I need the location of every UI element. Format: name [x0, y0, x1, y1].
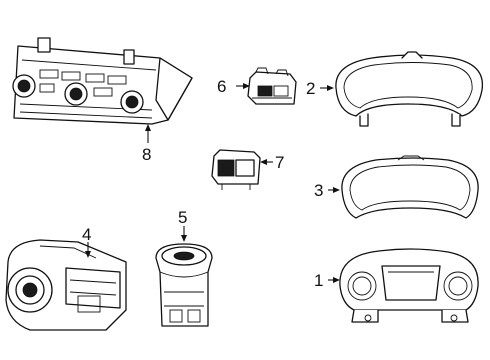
arrow-5 — [181, 235, 187, 242]
callout-5: 5 — [178, 208, 187, 227]
arrow-2 — [327, 85, 334, 91]
arrow-7 — [260, 159, 267, 165]
cluster-bezel-icon[interactable] — [335, 51, 484, 127]
instrument-cluster-icon[interactable] — [339, 248, 479, 323]
arrow-8 — [145, 124, 151, 131]
callout-7: 7 — [275, 153, 284, 172]
climate-control-icon[interactable] — [12, 37, 193, 125]
arrow-3 — [333, 187, 340, 193]
arrow-4 — [85, 251, 91, 258]
callout-1: 1 — [314, 271, 323, 290]
callout-2: 2 — [306, 79, 315, 98]
arrow-1 — [333, 277, 340, 283]
switch-module-icon[interactable] — [211, 149, 261, 190]
callout-4: 4 — [82, 225, 91, 244]
cluster-lens-icon[interactable] — [341, 155, 479, 219]
callout-3: 3 — [314, 181, 323, 200]
ignition-switch-icon[interactable] — [155, 243, 213, 327]
arrow-6 — [243, 83, 250, 89]
callout-8: 8 — [142, 145, 151, 164]
small-switch-icon[interactable] — [247, 67, 297, 105]
callout-6: 6 — [217, 77, 226, 96]
headlamp-switch-icon[interactable] — [5, 239, 127, 331]
